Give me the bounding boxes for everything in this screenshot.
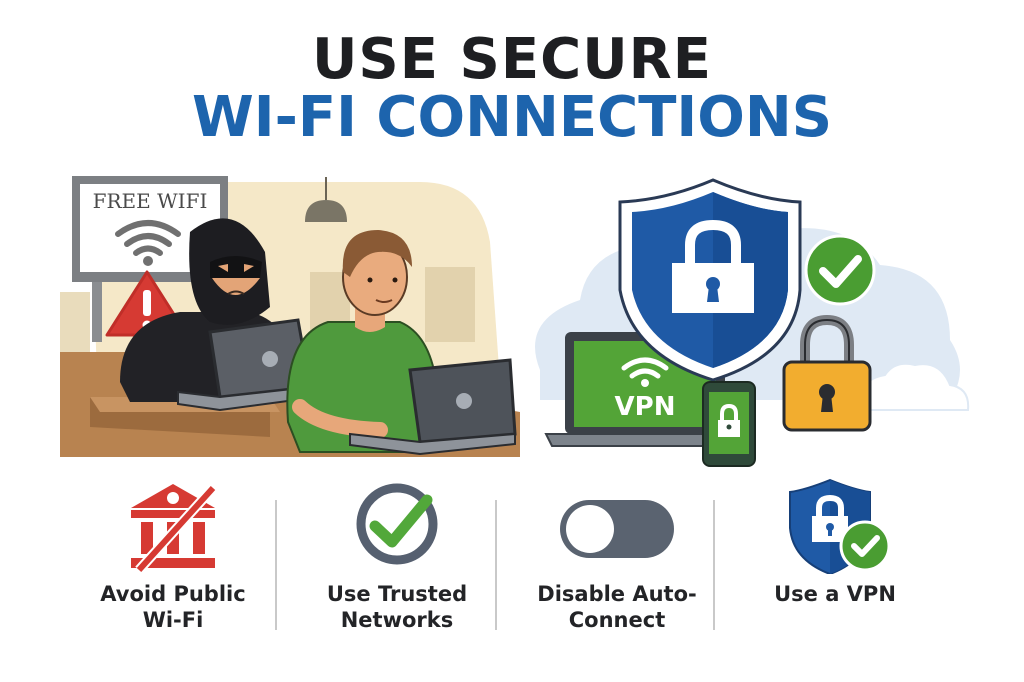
tip-disable-auto-connect: Disable Auto- Connect (507, 478, 727, 648)
tip-label-line-2: Connect (568, 608, 666, 632)
divider (713, 500, 715, 630)
divider (275, 500, 277, 630)
tip-label-line-2: Networks (340, 608, 454, 632)
phone-lock-icon (702, 381, 756, 467)
tip-label-line-1: Use a VPN (774, 582, 896, 606)
tip-label-line-1: Use Trusted (326, 582, 468, 606)
tip-use-trusted-networks: Use Trusted Networks (287, 478, 507, 648)
shield-lock-check-icon (789, 478, 891, 574)
vpn-label: VPN (615, 392, 676, 422)
tips-row: Avoid Public Wi-Fi Use Trusted Networks … (60, 478, 960, 648)
tip-label-line-2: Wi-Fi (142, 608, 204, 632)
public-wifi-scene: FREE WIFI (60, 172, 520, 462)
padlock-icon (782, 314, 872, 432)
secure-vpn-scene: VPN (520, 170, 980, 470)
check-circle-icon (356, 483, 438, 565)
pendant-lamp (305, 177, 347, 222)
wifi-icon (115, 220, 181, 256)
shield-lock-icon (618, 178, 802, 382)
sign-text: FREE WIFI (93, 189, 208, 213)
no-public-building-icon (131, 484, 217, 574)
cloud (861, 362, 970, 411)
page-title-line-1: USE SECURE (311, 27, 713, 92)
toggle-off-icon[interactable] (552, 478, 682, 574)
user-figure (286, 230, 439, 453)
check-circle-icon (804, 234, 876, 306)
tip-label-line-1: Avoid Public (100, 582, 246, 606)
laptop-icon (349, 358, 517, 456)
tip-label-line-1: Disable Auto- (537, 582, 697, 606)
tip-avoid-public-wifi: Avoid Public Wi-Fi (63, 478, 283, 648)
divider (495, 500, 497, 630)
page-title-line-2: WI-FI CONNECTIONS (191, 85, 833, 150)
wifi-icon (621, 357, 669, 379)
tip-use-a-vpn: Use a VPN (725, 478, 945, 648)
